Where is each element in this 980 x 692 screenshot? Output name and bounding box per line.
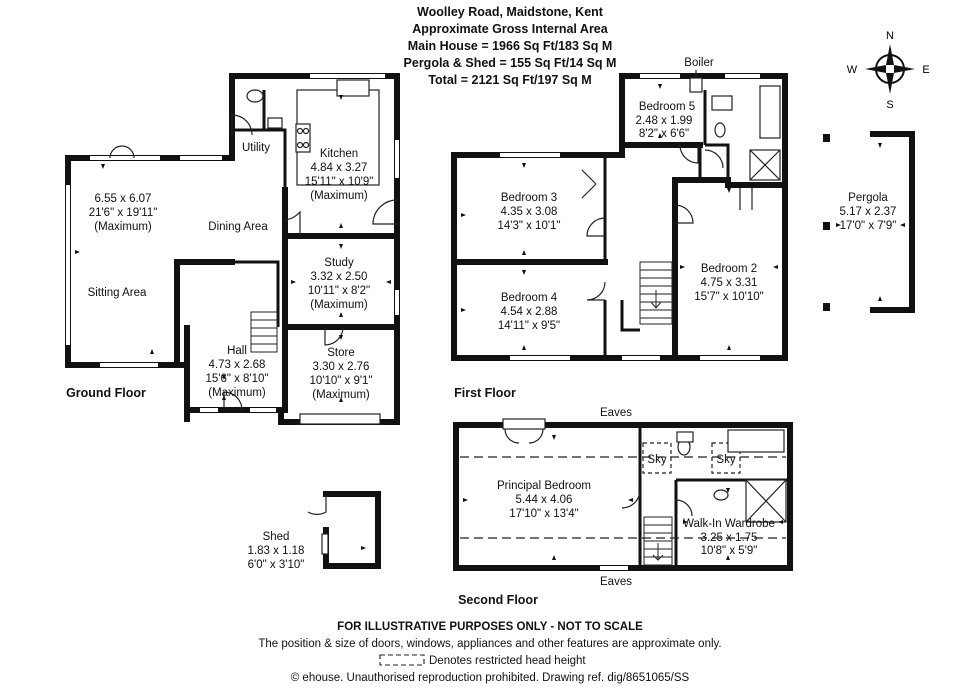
bedroom2-imperial: 15'7" x 10'10" xyxy=(694,291,763,303)
compass-west: W xyxy=(847,64,858,76)
second-floor-label: Second Floor xyxy=(458,593,538,607)
pergola-imperial: 17'0" x 7'9" xyxy=(840,220,897,232)
eaves-bottom-label: Eaves xyxy=(600,576,632,588)
kitchen-imperial: 15'11" x 10'9" xyxy=(305,176,374,188)
ground-floor-label: Ground Floor xyxy=(66,386,146,400)
store-name: Store xyxy=(327,347,355,359)
sky-window-1: Sky xyxy=(647,454,666,466)
store-note: (Maximum) xyxy=(312,389,370,401)
pergola-shed-area: Pergola & Shed = 155 Sq Ft/14 Sq M xyxy=(404,56,617,70)
bedroom3-name: Bedroom 3 xyxy=(501,192,557,204)
sitting-area-label: Sitting Area xyxy=(88,287,147,299)
restricted-height-legend-icon xyxy=(379,654,425,666)
pergola-metric: 5.17 x 2.37 xyxy=(840,206,897,218)
disclaimer-text: FOR ILLUSTRATIVE PURPOSES ONLY - NOT TO … xyxy=(337,621,643,633)
first-floor-plan xyxy=(451,70,788,361)
pergola-plan xyxy=(823,131,915,313)
area-heading: Approximate Gross Internal Area xyxy=(412,22,608,36)
study-note: (Maximum) xyxy=(310,299,368,311)
walkin-imperial: 10'8" x 5'9" xyxy=(701,545,758,557)
compass-south: S xyxy=(886,99,893,111)
shed-metric: 1.83 x 1.18 xyxy=(248,545,305,557)
bedroom5-metric: 2.48 x 1.99 xyxy=(636,115,693,127)
bedroom5-imperial: 8'2" x 6'6" xyxy=(639,128,689,140)
compass-icon: N S E W xyxy=(847,30,930,111)
store-metric: 3.30 x 2.76 xyxy=(313,361,370,373)
compass-east: E xyxy=(922,64,929,76)
main-house-area: Main House = 1966 Sq Ft/183 Sq M xyxy=(408,39,613,53)
walkin-metric: 3.25 x 1.75 xyxy=(701,532,758,544)
pergola-name: Pergola xyxy=(848,192,888,204)
utility-label: Utility xyxy=(242,142,270,154)
hall-note: (Maximum) xyxy=(208,387,266,399)
shed-name: Shed xyxy=(263,531,290,543)
kitchen-name: Kitchen xyxy=(320,148,358,160)
ground-floor-plan xyxy=(65,73,400,425)
bedroom3-metric: 4.35 x 3.08 xyxy=(501,206,558,218)
bedroom5-name: Bedroom 5 xyxy=(639,101,695,113)
footer-block: FOR ILLUSTRATIVE PURPOSES ONLY - NOT TO … xyxy=(258,621,721,684)
shed-imperial: 6'0" x 3'10" xyxy=(248,559,305,571)
hall-imperial: 15'6" x 8'10" xyxy=(205,373,268,385)
boiler-label: Boiler xyxy=(684,57,714,69)
hall-name: Hall xyxy=(227,345,247,357)
copyright-text: © ehouse. Unauthorised reproduction proh… xyxy=(291,672,690,684)
approximate-note: The position & size of doors, windows, a… xyxy=(258,638,721,650)
bedroom4-imperial: 14'11" x 9'5" xyxy=(498,320,560,332)
walkin-name: Walk-In Wardrobe xyxy=(683,518,775,530)
principal-imperial: 17'10" x 13'4" xyxy=(509,508,578,520)
total-area: Total = 2121 Sq Ft/197 Sq M xyxy=(428,73,591,87)
study-name: Study xyxy=(324,257,354,269)
study-imperial: 10'11" x 8'2" xyxy=(308,285,370,297)
property-title: Woolley Road, Maidstone, Kent xyxy=(417,5,604,19)
sky-window-2: Sky xyxy=(716,454,735,466)
header-block: Woolley Road, Maidstone, Kent Approximat… xyxy=(404,5,617,87)
eaves-top-label: Eaves xyxy=(600,407,632,419)
store-imperial: 10'10" x 9'1" xyxy=(309,375,372,387)
compass-north: N xyxy=(886,30,894,42)
kitchen-note: (Maximum) xyxy=(310,190,368,202)
sitting-dims-metric: 6.55 x 6.07 xyxy=(95,193,152,205)
sitting-dims-imperial: 21'6" x 19'11" xyxy=(89,207,158,219)
bedroom2-metric: 4.75 x 3.31 xyxy=(701,277,758,289)
bedroom4-name: Bedroom 4 xyxy=(501,292,558,304)
restricted-height-legend: Denotes restricted head height xyxy=(429,655,586,667)
second-floor-plan xyxy=(453,418,793,571)
bedroom3-imperial: 14'3" x 10'1" xyxy=(497,220,560,232)
bedroom4-metric: 4.54 x 2.88 xyxy=(501,306,558,318)
hall-metric: 4.73 x 2.68 xyxy=(209,359,266,371)
principal-name: Principal Bedroom xyxy=(497,480,591,492)
shed-plan xyxy=(307,491,381,569)
first-floor-label: First Floor xyxy=(454,386,516,400)
bedroom2-name: Bedroom 2 xyxy=(701,263,757,275)
principal-metric: 5.44 x 4.06 xyxy=(516,494,573,506)
sitting-dims-note: (Maximum) xyxy=(94,221,152,233)
study-metric: 3.32 x 2.50 xyxy=(311,271,368,283)
kitchen-metric: 4.84 x 3.27 xyxy=(311,162,368,174)
dining-area-label: Dining Area xyxy=(208,221,268,233)
